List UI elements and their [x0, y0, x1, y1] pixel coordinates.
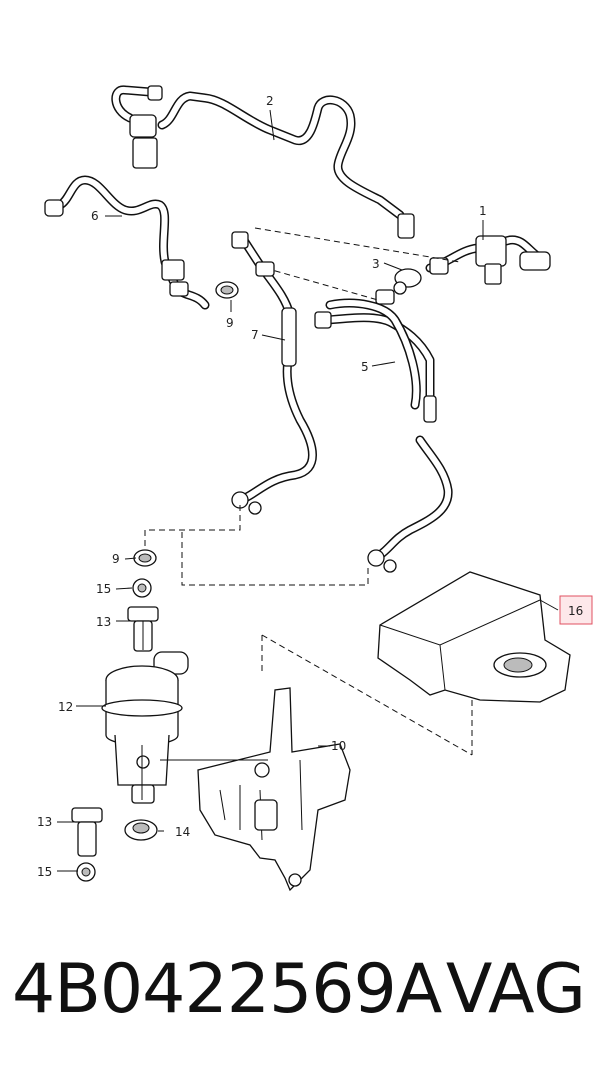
connector-part-13-lower: [71, 807, 103, 857]
callout-5: 5: [361, 360, 369, 374]
clamp-part-9-lower: [133, 549, 157, 567]
callout-15-upper: 15: [96, 582, 111, 596]
callout-10: 10: [331, 739, 346, 753]
hose-part-6: [44, 175, 210, 310]
grommet-part-14: [124, 819, 158, 841]
callout-1: 1: [479, 204, 487, 218]
callout-13-upper: 13: [96, 615, 111, 629]
hose-part-2: [111, 85, 415, 239]
part-number: 4B0422569A: [12, 950, 442, 1029]
callout-13-lower: 13: [37, 815, 52, 829]
hose-part-7: [231, 231, 317, 515]
nut-part-15-lower: [76, 862, 96, 882]
callout-12: 12: [58, 700, 73, 714]
callout-16: 16: [568, 604, 583, 618]
exploded-parts-diagram: 2 6 1 3 9 7 5 9 15 13 12 10 13 14 15 16: [37, 85, 593, 892]
callout-15-lower: 15: [37, 865, 52, 879]
canister-part-12: [101, 651, 189, 804]
nut-part-15-upper: [132, 578, 152, 598]
callout-7: 7: [251, 328, 259, 342]
callout-14: 14: [175, 825, 190, 839]
brand-label: VAG: [445, 950, 586, 1029]
bracket-part-10: [160, 687, 351, 892]
hose-part-5: [314, 298, 453, 573]
clamp-part-9-upper: [215, 281, 239, 299]
callout-3: 3: [372, 257, 380, 271]
valve-part-1: [425, 235, 551, 285]
connector-part-13-upper: [127, 606, 159, 652]
module-part-16: [377, 571, 571, 703]
connector-part-3: [375, 268, 422, 305]
part-number-footer: 4B0422569A VAG: [0, 950, 600, 1050]
callout-9-lower: 9: [112, 552, 120, 566]
callout-2: 2: [266, 94, 274, 108]
callout-16-highlight-box: [559, 595, 593, 625]
callout-6: 6: [91, 209, 99, 223]
callout-9-upper: 9: [226, 316, 234, 330]
